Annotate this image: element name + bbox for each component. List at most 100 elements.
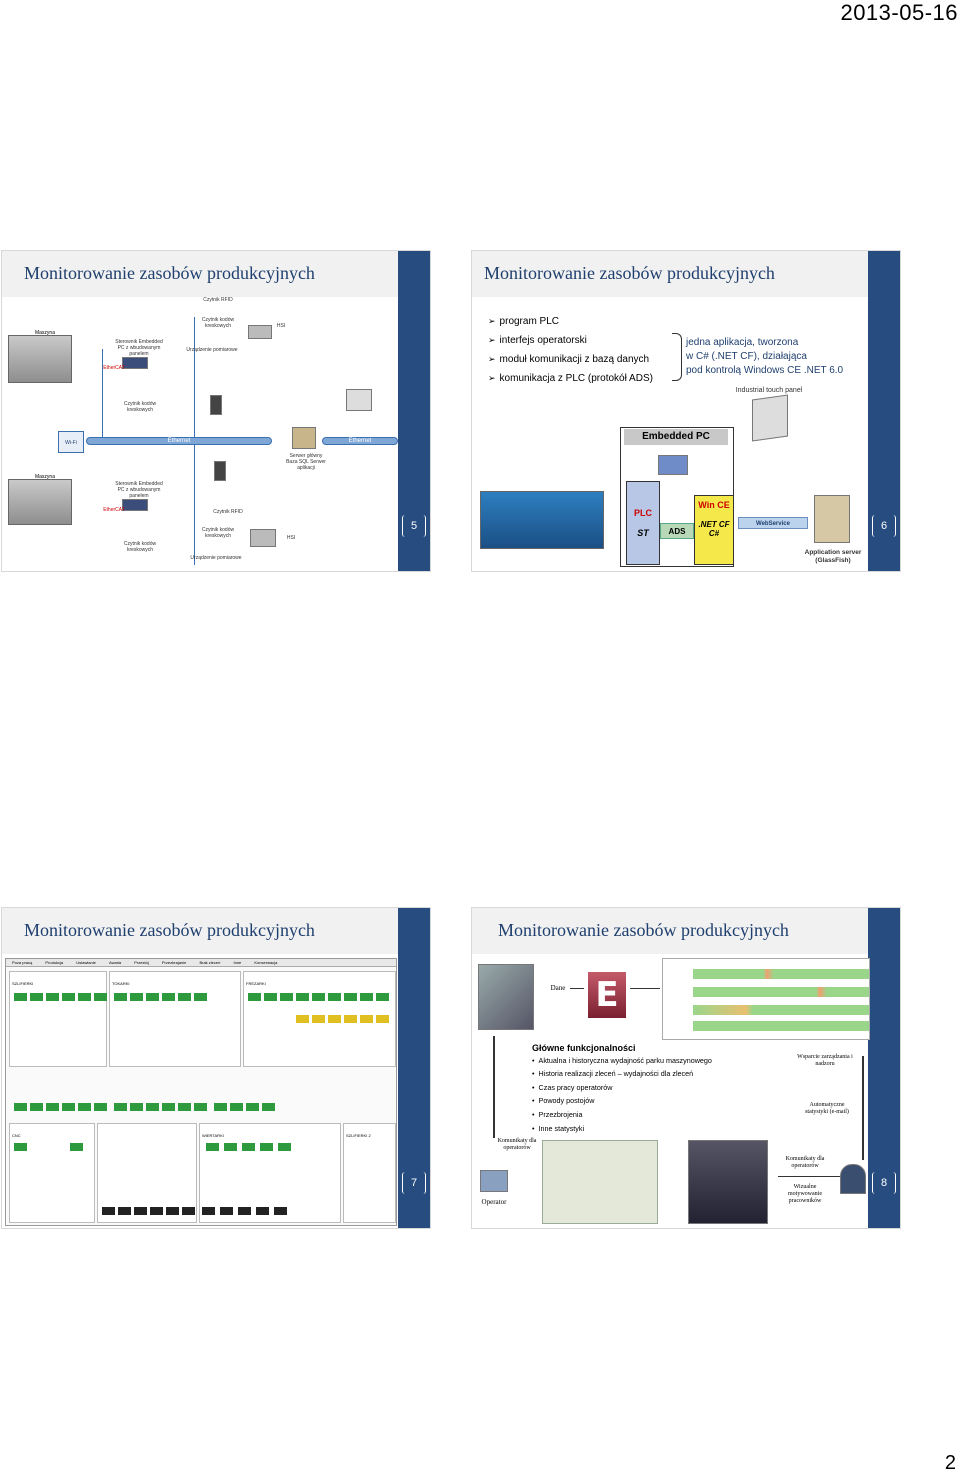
status-tile: [214, 1103, 227, 1111]
feature-list: Główne funkcjonalności Aktualna i histor…: [532, 1042, 712, 1135]
embedded-pc-image: [658, 455, 688, 475]
machine-group-panel: SZLIFIERKI: [9, 971, 107, 1067]
status-tile: [280, 993, 293, 1001]
status-tile: [94, 993, 107, 1001]
status-tile: [134, 1207, 147, 1215]
slide-title: Monitorowanie zasobów produkcyjnych: [498, 920, 789, 940]
panel-pc-image: [122, 499, 148, 511]
arrow: [778, 1176, 840, 1177]
status-tile: [14, 1103, 27, 1111]
status-tile: [102, 1207, 115, 1215]
status-tile: [262, 1103, 275, 1111]
status-tile: [376, 1015, 389, 1023]
panel-pc-image: [122, 357, 148, 369]
status-tile: [278, 1143, 291, 1151]
status-tile: [14, 993, 27, 1001]
touch-panel-label: Industrial touch panel: [735, 387, 803, 394]
production-machine-image: [480, 491, 604, 549]
double-arrow: [493, 1036, 495, 1138]
slide-number: 7: [402, 1172, 426, 1194]
server-image: [292, 427, 316, 449]
page-number: 2: [944, 1452, 956, 1474]
arrow: [630, 988, 660, 989]
factory-photo: [688, 1140, 768, 1224]
status-tile: [78, 993, 91, 1001]
status-tile: [150, 1207, 163, 1215]
status-tile: [344, 1015, 357, 1023]
status-tile: [178, 1103, 191, 1111]
status-tile: [146, 993, 159, 1001]
status-tile: [166, 1207, 179, 1215]
status-tile: [312, 993, 325, 1001]
status-tile: [62, 993, 75, 1001]
status-tile: [46, 1103, 59, 1111]
status-tile: [224, 1143, 237, 1151]
status-tile: [242, 1143, 255, 1151]
status-tile: [206, 1143, 219, 1151]
status-tile: [260, 1143, 273, 1151]
app-server-label: Application server (GlassFish): [804, 549, 862, 564]
status-tile: [328, 1015, 341, 1023]
arrow: [570, 988, 584, 989]
status-tile: [162, 1103, 175, 1111]
wifi-icon: Wi-Fi: [58, 431, 84, 453]
status-tile: [376, 993, 389, 1001]
status-tile: [146, 1103, 159, 1111]
status-tile: [256, 1207, 269, 1215]
machine-group-panel: SZLIFIERKI 2: [343, 1123, 396, 1223]
touch-panel-image: [752, 394, 788, 442]
dashboard: Poza pracą Produkcja Ustawianie Awaria P…: [5, 958, 397, 1226]
status-tile: [78, 1103, 91, 1111]
status-tile: [178, 993, 191, 1001]
status-tile: [114, 1103, 127, 1111]
status-tile: [220, 1207, 233, 1215]
measuring-device-image: [250, 529, 276, 547]
status-tile: [344, 993, 357, 1001]
status-tile: [248, 993, 261, 1001]
status-tile: [360, 1015, 373, 1023]
status-tile: [296, 993, 309, 1001]
status-tile: [46, 993, 59, 1001]
status-tile: [194, 1103, 207, 1111]
embedded-pc-label: Embedded PC: [624, 429, 728, 445]
webservice-arrow: WebService: [738, 517, 808, 529]
bullet-list: program PLC interfejs operatorski moduł …: [488, 312, 653, 388]
ads-arrow: ADS: [660, 523, 694, 539]
machine-group-panel: CNC: [9, 1123, 95, 1223]
plc-block: PLC ST: [626, 481, 660, 565]
curly-brace: [672, 333, 682, 381]
terminal-screen: [542, 1140, 658, 1224]
status-tile: [118, 1207, 131, 1215]
database-icon: E: [588, 972, 626, 1018]
ethernet-bus-right: Ethernet: [322, 437, 398, 445]
status-tile: [328, 993, 341, 1001]
slide-number: 6: [872, 515, 896, 537]
slide-title: Monitorowanie zasobów produkcyjnych: [24, 920, 315, 940]
slide-7: Monitorowanie zasobów produkcyjnych 7 Po…: [1, 907, 431, 1229]
slide-8: Monitorowanie zasobów produkcyjnych 8 Da…: [471, 907, 901, 1229]
page-date: 2013-05-16: [840, 0, 958, 25]
machine-group-panel: [97, 1123, 197, 1223]
supervisor-icon: [840, 1164, 866, 1194]
rfid-reader-image: [214, 461, 226, 481]
slide-5: Monitorowanie zasobów produkcyjnych 5 Ma…: [1, 250, 431, 572]
status-tile: [14, 1143, 27, 1151]
status-tile: [194, 993, 207, 1001]
machine-image: [8, 335, 72, 383]
status-tile: [30, 993, 43, 1001]
status-tile: [264, 993, 277, 1001]
ethernet-bus-left: Ethernet: [86, 437, 272, 445]
computer-image: [346, 389, 372, 411]
operator-icon: [480, 1170, 508, 1192]
terminal-photos: [478, 964, 534, 1030]
status-tile: [70, 1143, 83, 1151]
double-arrow: [862, 1056, 864, 1160]
status-tile: [246, 1103, 259, 1111]
status-tile: [182, 1207, 195, 1215]
server-image: [814, 495, 850, 543]
brace-text: jedna aplikacja, tworzona w C# (.NET CF)…: [686, 337, 844, 376]
status-tile: [162, 993, 175, 1001]
slide-title: Monitorowanie zasobów produkcyjnych: [24, 263, 315, 283]
measuring-device-image: [248, 325, 272, 339]
status-tile: [130, 993, 143, 1001]
